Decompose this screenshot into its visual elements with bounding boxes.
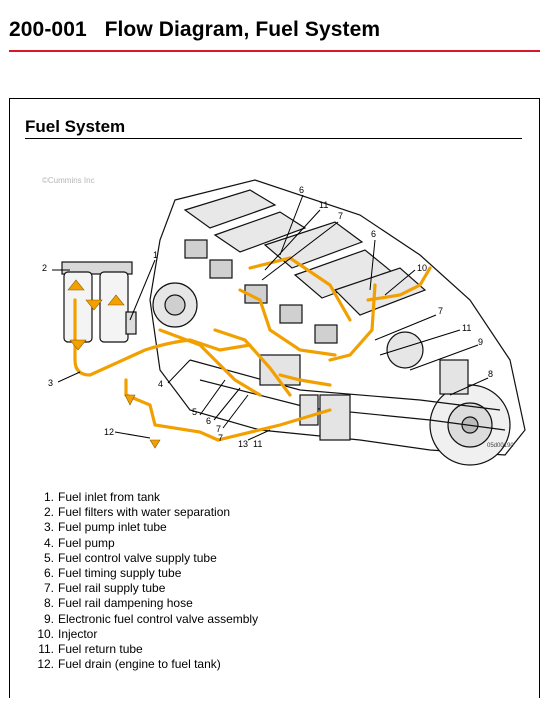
callout-11-bottom: 11 [253, 439, 262, 449]
legend-number: 12. [37, 657, 54, 672]
callout-1: 1 [153, 250, 158, 260]
fuel-lines [73, 256, 432, 442]
legend-text: Fuel pump [58, 535, 115, 550]
legend-item: 5. Fuel control valve supply tube [32, 551, 258, 566]
callout-2: 2 [42, 263, 47, 273]
flow-arrows [67, 279, 161, 449]
callout-9: 9 [478, 337, 483, 347]
callout-labels: 1 2 3 4 5 6 7 8 9 10 11 12 13 6 11 7 7 1… [42, 185, 493, 449]
legend-item: 11. Fuel return tube [32, 642, 258, 657]
legend-item: 3. Fuel pump inlet tube [32, 520, 258, 535]
legend-number: 1. [43, 490, 54, 504]
figure-code: 05d00190 [487, 443, 514, 449]
legend-number: 3. [43, 520, 54, 535]
legend-item: 4. Fuel pump [32, 536, 258, 551]
callout-10: 10 [417, 263, 427, 273]
section-divider [25, 138, 522, 139]
legend-item: 6. Fuel timing supply tube [32, 566, 258, 581]
legend-item: 2. Fuel filters with water separation [32, 505, 258, 520]
legend-text: Fuel filters with water separation [58, 505, 231, 520]
legend-number: 5. [43, 550, 54, 565]
callout-7-right: 7 [438, 306, 443, 316]
legend-number: 6. [43, 566, 54, 581]
fuel-filters-illustration [61, 261, 137, 343]
legend-item: 10. Injector [32, 627, 258, 642]
legend-number: 7. [43, 581, 54, 596]
legend-item: 9. Electronic fuel control valve assembly [32, 612, 258, 627]
legend-number: 11. [38, 642, 54, 657]
callout-7-bottom: 7 [218, 433, 223, 443]
callout-7-top: 7 [338, 211, 343, 221]
legend-number: 9. [43, 611, 54, 626]
legend-number: 4. [43, 535, 54, 550]
legend-text: Fuel timing supply tube [58, 566, 182, 581]
callout-6: 6 [206, 416, 211, 426]
callout-6-top: 6 [299, 185, 304, 195]
legend-text: Fuel inlet from tank [58, 490, 161, 504]
legend-text: Fuel rail supply tube [58, 581, 166, 596]
figure-panel [9, 98, 540, 698]
section-title: Fuel System [25, 117, 126, 136]
callout-leaders [52, 194, 489, 441]
legend-list: 1. Fuel inlet from tank 2. Fuel filters wi… [32, 490, 258, 672]
callout-12: 12 [104, 427, 114, 437]
callout-6-right: 6 [371, 229, 376, 239]
callout-11-top: 11 [319, 200, 328, 210]
callout-8: 8 [488, 369, 493, 379]
page-title: 200-001 Flow Diagram, Fuel System [9, 18, 381, 41]
legend-text: Injector [58, 626, 98, 641]
legend-text: Electronic fuel control valve assembly [58, 611, 259, 626]
legend-text: Fuel pump inlet tube [58, 520, 167, 535]
legend-number: 8. [43, 596, 54, 611]
callout-3: 3 [48, 378, 53, 388]
callout-5: 5 [192, 407, 197, 417]
legend-text: Fuel rail dampening hose [58, 596, 193, 611]
legend-item: 1. Fuel inlet from tank [32, 490, 258, 505]
title-divider [9, 50, 540, 52]
legend-text: Fuel drain (engine to fuel tank) [58, 657, 221, 672]
legend-item: 8. Fuel rail dampening hose [32, 596, 258, 611]
callout-11: 11 [462, 323, 471, 333]
callout-4: 4 [158, 379, 163, 389]
callout-13: 13 [238, 439, 248, 449]
legend-item: 7. Fuel rail supply tube [32, 581, 258, 596]
legend-number: 2. [43, 505, 54, 520]
legend-item: 12. Fuel drain (engine to fuel tank) [32, 657, 258, 672]
legend-text: Fuel return tube [58, 642, 143, 657]
legend-text: Fuel control valve supply tube [58, 550, 217, 565]
copyright-notice: ©Cummins Inc [42, 176, 95, 185]
legend-number: 10. [37, 626, 54, 641]
callout-7: 7 [216, 424, 221, 434]
